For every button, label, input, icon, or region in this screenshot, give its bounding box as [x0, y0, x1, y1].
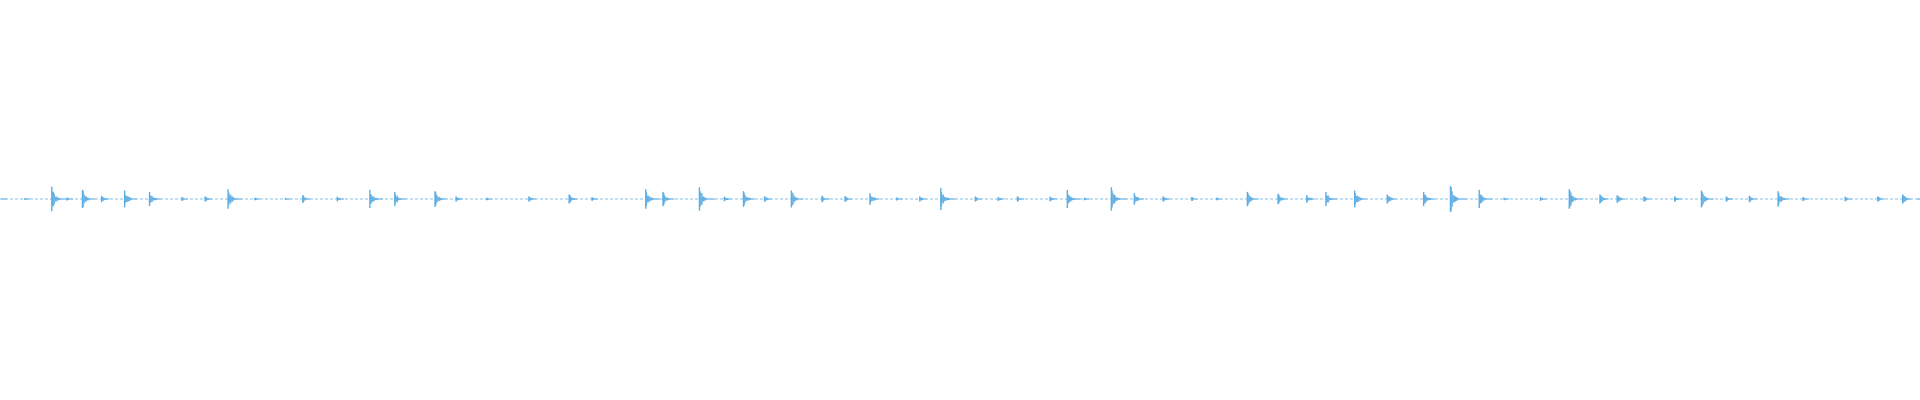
waveform-bursts [1, 186, 1920, 212]
